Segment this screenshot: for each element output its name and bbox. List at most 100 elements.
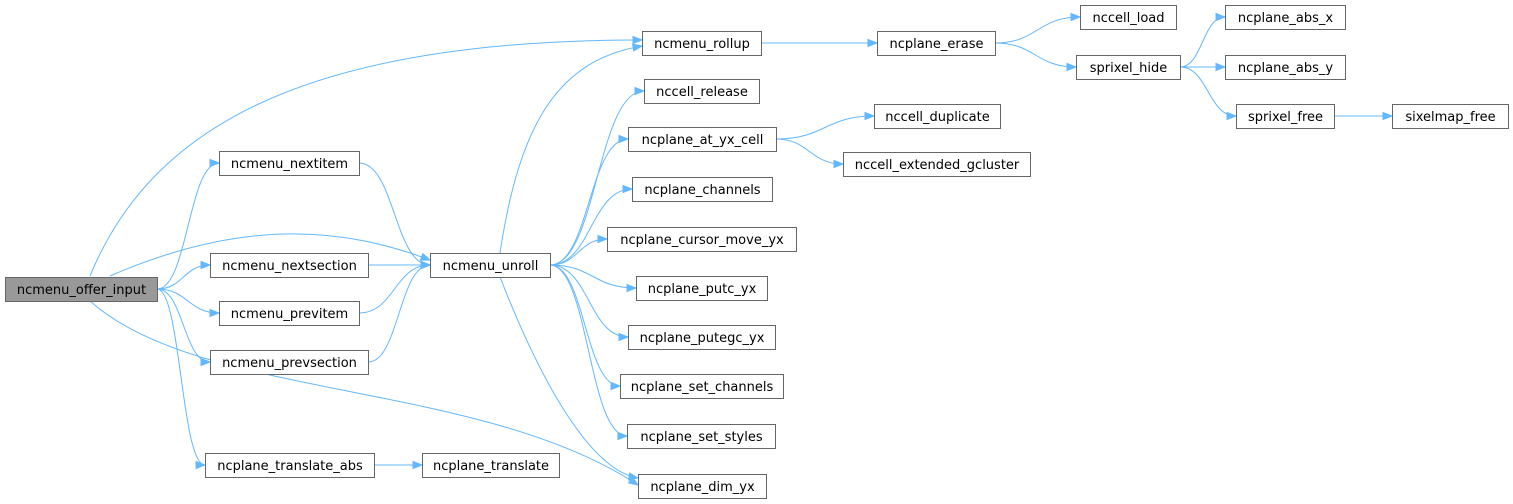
arrowhead-unroll-to-set_styles xyxy=(617,431,629,441)
arrowhead-offer_input-to-nextitem xyxy=(209,158,221,168)
arrowhead-unroll-to-rollup xyxy=(631,43,644,52)
edge-unroll-to-set_channels xyxy=(549,264,621,387)
edge-offer_input-to-nextitem xyxy=(156,162,220,290)
arrowhead-unroll-to-dim_yx xyxy=(627,472,640,481)
node-putegc_yx[interactable]: ncplane_putegc_yx xyxy=(628,325,776,350)
node-box xyxy=(632,177,773,202)
edge-unroll-to-channels xyxy=(549,188,633,266)
edge-unroll-to-dim_yx xyxy=(499,276,639,479)
node-box xyxy=(422,453,560,478)
arrowhead-sprixel_free-to-sixelmap_free xyxy=(1382,111,1394,121)
node-sprixel_free[interactable]: sprixel_free xyxy=(1236,104,1335,129)
node-extended_gcluster[interactable]: nccell_extended_gcluster xyxy=(843,152,1031,177)
node-box xyxy=(874,104,1001,129)
node-label: ncplane_set_styles xyxy=(640,430,762,445)
arrowhead-unroll-to-cursor_move_yx xyxy=(597,234,609,244)
arrowhead-offer_input-to-previtem xyxy=(209,308,221,318)
edge-erase-to-nccell_load xyxy=(994,16,1081,44)
node-abs_x[interactable]: ncplane_abs_x xyxy=(1225,5,1346,30)
node-channels[interactable]: ncplane_channels xyxy=(632,177,773,202)
node-nextsection[interactable]: ncmenu_nextsection xyxy=(210,253,369,278)
node-prevsection[interactable]: ncmenu_prevsection xyxy=(210,350,369,375)
node-cursor_move_yx[interactable]: ncplane_cursor_move_yx xyxy=(607,227,797,252)
edge-offer_input-to-translate_abs xyxy=(156,288,206,466)
node-box xyxy=(1236,104,1335,129)
node-erase[interactable]: ncplane_erase xyxy=(877,31,996,56)
arrowhead-at_yx_cell-to-extended_gcluster xyxy=(833,159,845,169)
node-label: ncplane_erase xyxy=(889,37,983,52)
node-offer_input[interactable]: ncmenu_offer_input xyxy=(5,277,158,302)
node-abs_y[interactable]: ncplane_abs_y xyxy=(1225,55,1346,80)
node-label: nccell_duplicate xyxy=(885,110,989,125)
node-at_yx_cell[interactable]: ncplane_at_yx_cell xyxy=(628,127,777,152)
arrowhead-offer_input-to-unroll xyxy=(419,252,432,261)
node-box xyxy=(877,31,996,56)
arrowhead-offer_input-to-prevsection xyxy=(200,357,212,367)
node-label: ncmenu_nextsection xyxy=(222,259,357,274)
node-label: sixelmap_free xyxy=(1405,110,1495,125)
arrowhead-offer_input-to-nextsection xyxy=(200,260,212,270)
node-label: ncplane_abs_x xyxy=(1238,11,1333,26)
edge-at_yx_cell-to-extended_gcluster xyxy=(775,138,844,165)
edge-at_yx_cell-to-nccell_duplicate xyxy=(775,115,875,140)
node-label: ncmenu_prevsection xyxy=(222,356,357,371)
node-label: ncplane_translate xyxy=(433,459,549,474)
node-box xyxy=(430,253,551,278)
node-previtem[interactable]: ncmenu_previtem xyxy=(219,301,360,326)
node-rollup[interactable]: ncmenu_rollup xyxy=(642,31,762,56)
node-box xyxy=(628,127,777,152)
node-sprixel_hide[interactable]: sprixel_hide xyxy=(1076,55,1181,80)
node-label: nccell_extended_gcluster xyxy=(855,158,1020,173)
node-label: ncplane_putegc_yx xyxy=(640,331,765,346)
arrowhead-translate_abs-to-translate xyxy=(412,460,424,470)
node-putc_yx[interactable]: ncplane_putc_yx xyxy=(636,276,768,301)
edge-offer_input-to-rollup xyxy=(89,39,643,277)
node-nccell_duplicate[interactable]: nccell_duplicate xyxy=(874,104,1001,129)
edge-layer xyxy=(89,12,1394,486)
node-set_channels[interactable]: ncplane_set_channels xyxy=(620,374,784,399)
node-box xyxy=(1225,55,1346,80)
arrowhead-unroll-to-set_channels xyxy=(610,381,622,391)
node-label: ncplane_putc_yx xyxy=(648,282,757,297)
node-box xyxy=(1392,104,1509,129)
node-translate_abs[interactable]: ncplane_translate_abs xyxy=(205,453,375,478)
node-box xyxy=(642,31,762,56)
node-dim_yx[interactable]: ncplane_dim_yx xyxy=(638,474,767,499)
node-box xyxy=(210,350,369,375)
node-box xyxy=(1225,5,1346,30)
arrowhead-offer_input-to-rollup xyxy=(632,35,644,45)
edge-erase-to-sprixel_hide xyxy=(994,42,1077,68)
node-layer: ncmenu_offer_input ncmenu_rollup ncmenu_ne… xyxy=(5,5,1509,499)
node-label: ncmenu_rollup xyxy=(654,37,750,52)
edge-unroll-to-at_yx_cell xyxy=(549,138,629,266)
node-label: ncmenu_unroll xyxy=(443,259,539,274)
node-label: ncplane_set_channels xyxy=(631,380,774,395)
arrowhead-unroll-to-putc_yx xyxy=(626,283,638,293)
node-set_styles[interactable]: ncplane_set_styles xyxy=(627,424,776,449)
node-box xyxy=(843,152,1031,177)
edge-unroll-to-set_styles xyxy=(549,264,628,437)
arrowhead-rollup-to-erase xyxy=(867,38,879,48)
arrowhead-unroll-to-nccell_release xyxy=(634,86,646,96)
node-translate[interactable]: ncplane_translate xyxy=(422,453,560,478)
arrowhead-sprixel_hide-to-sprixel_free xyxy=(1226,111,1238,121)
node-box xyxy=(219,151,360,176)
arrowhead-erase-to-sprixel_hide xyxy=(1066,62,1078,72)
node-label: ncplane_channels xyxy=(644,183,760,198)
node-box xyxy=(210,253,369,278)
node-nextitem[interactable]: ncmenu_nextitem xyxy=(219,151,360,176)
arrowhead-unroll-to-putegc_yx xyxy=(618,332,630,342)
node-label: nccell_load xyxy=(1092,11,1164,26)
node-nccell_load[interactable]: nccell_load xyxy=(1080,5,1177,30)
node-label: ncplane_cursor_move_yx xyxy=(620,233,784,248)
node-box xyxy=(1076,55,1181,80)
node-unroll[interactable]: ncmenu_unroll xyxy=(430,253,551,278)
node-nccell_release[interactable]: nccell_release xyxy=(644,79,760,104)
edge-sprixel_hide-to-abs_x xyxy=(1179,16,1226,68)
edge-previtem-to-unroll xyxy=(358,264,431,314)
node-label: ncplane_dim_yx xyxy=(650,480,755,495)
node-label: nccell_release xyxy=(656,85,748,100)
node-box xyxy=(644,79,760,104)
node-sixelmap_free[interactable]: sixelmap_free xyxy=(1392,104,1509,129)
